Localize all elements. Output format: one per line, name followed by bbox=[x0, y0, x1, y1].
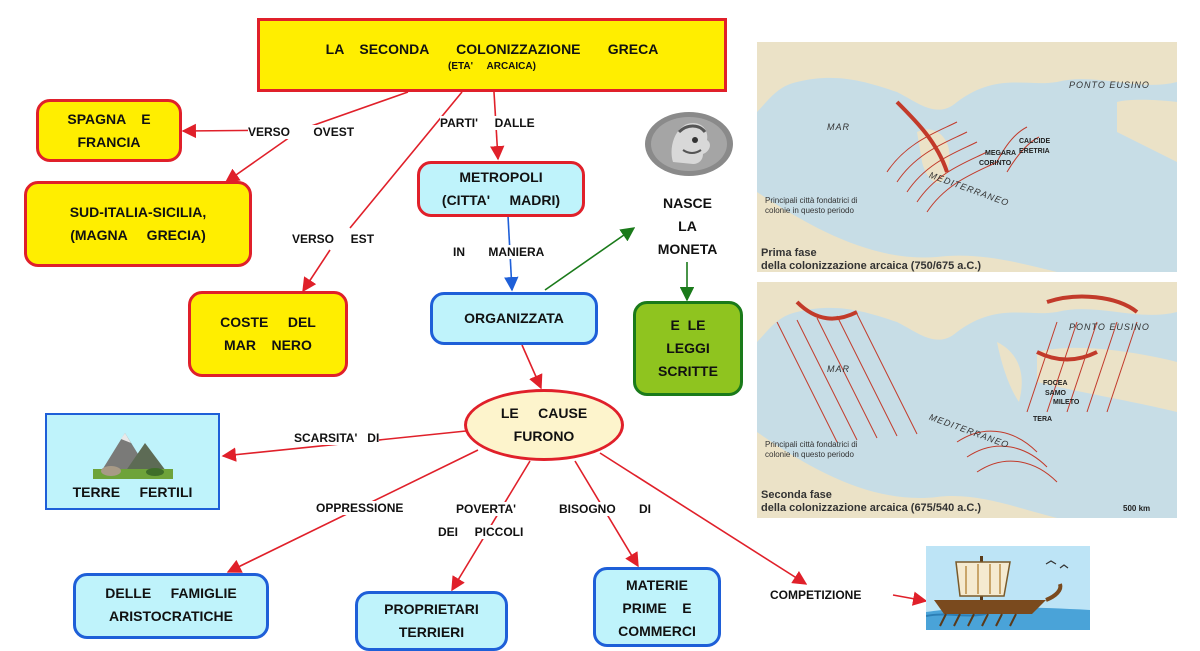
label-scarsita: SCARSITA' DI bbox=[294, 431, 380, 445]
label-verso-est: VERSO EST bbox=[292, 232, 375, 246]
map1-caption-2: della colonizzazione arcaica (750/675 a.… bbox=[761, 260, 982, 272]
map1-label-mar: MAR bbox=[827, 122, 850, 132]
ship-icon bbox=[926, 546, 1090, 630]
map2-caption-2: della colonizzazione arcaica (675/540 a.… bbox=[761, 502, 982, 514]
node-cause: LE CAUSE FURONO bbox=[464, 389, 624, 461]
map-first-phase: PONTO EUSINO MAR MEDITERRANEO MEGARA COR… bbox=[757, 42, 1177, 272]
label-poverta: POVERTA' bbox=[456, 502, 516, 516]
map2-city-focea: FOCEA bbox=[1043, 380, 1068, 387]
node-sud-italia: SUD-ITALIA-SICILIA, (MAGNA GRECIA) bbox=[24, 181, 252, 267]
map2-city-mileto: MILETO bbox=[1053, 399, 1080, 406]
node-proprietari: PROPRIETARI TERRIERI bbox=[355, 591, 508, 651]
label-in-maniera: IN MANIERA bbox=[453, 245, 545, 259]
map1-city-calcide: CALCIDE bbox=[1019, 138, 1051, 145]
label-bisogno: BISOGNO DI bbox=[559, 502, 652, 516]
mountain-icon bbox=[92, 433, 173, 479]
arrow-cause-competizione bbox=[599, 452, 808, 585]
map2-label-mar: MAR bbox=[827, 364, 850, 374]
map-second-phase: PONTO EUSINO MAR MEDITERRANEO FOCEA SAMO… bbox=[757, 282, 1177, 518]
node-organizzata: ORGANIZZATA bbox=[430, 292, 598, 345]
map2-label-ponto: PONTO EUSINO bbox=[1069, 322, 1150, 332]
map1-city-megara: MEGARA bbox=[985, 150, 1017, 157]
label-dei-piccoli: DEI PICCOLI bbox=[438, 525, 524, 539]
node-spagna-francia: SPAGNA E FRANCIA bbox=[36, 99, 182, 162]
map1-city-corinto: CORINTO bbox=[979, 160, 1012, 167]
map2-legend: Principali città fondatrici di colonie i… bbox=[765, 440, 858, 459]
terre-label: TERRE FERTILI bbox=[72, 484, 193, 500]
title-main: LA SECONDA COLONIZZAZIONE GRECA bbox=[325, 40, 659, 57]
map2-caption-1: Seconda fase bbox=[761, 489, 832, 501]
map2-scale: 500 km bbox=[1123, 504, 1151, 513]
arrow-organizzata-cause bbox=[521, 344, 543, 390]
node-famiglie: DELLE FAMIGLIE ARISTOCRATICHE bbox=[73, 573, 269, 639]
label-parti-dalle: PARTI' DALLE bbox=[440, 116, 535, 130]
node-metropoli: METROPOLI (CITTA' MADRI) bbox=[417, 161, 585, 217]
map1-legend: Principali città fondatrici di colonie i… bbox=[765, 196, 858, 215]
node-terre-fertili: TERRE FERTILI bbox=[45, 413, 220, 510]
map1-label-ponto: PONTO EUSINO bbox=[1069, 80, 1150, 90]
node-materie: MATERIE PRIME E COMMERCI bbox=[593, 567, 721, 647]
arrow-competizione-ship bbox=[892, 591, 928, 606]
map1-caption-1: Prima fase bbox=[761, 247, 817, 259]
node-nasce-moneta: NASCE LA MONETA bbox=[657, 194, 718, 257]
label-verso-ovest: VERSO OVEST bbox=[248, 125, 355, 139]
map1-city-eretria: ERETRIA bbox=[1019, 148, 1050, 155]
map2-city-tera: TERA bbox=[1033, 416, 1053, 423]
title-sub: (ETA' ARCAICA) bbox=[448, 60, 536, 72]
label-competizione: COMPETIZIONE bbox=[770, 588, 862, 602]
arrow-title-ovest bbox=[299, 91, 409, 131]
map2-city-samo: SAMO bbox=[1045, 390, 1066, 397]
node-coste-mar-nero: COSTE DEL MAR NERO bbox=[188, 291, 348, 377]
node-leggi-scritte: E LE LEGGI SCRITTE bbox=[633, 301, 743, 396]
arrow-organizzata-moneta bbox=[544, 227, 636, 291]
label-oppressione: OPPRESSIONE bbox=[316, 501, 404, 515]
coin-icon bbox=[645, 112, 733, 176]
arrow-est-coste bbox=[302, 249, 331, 293]
title-box: LA SECONDA COLONIZZAZIONE GRECA (ETA' AR… bbox=[257, 18, 727, 92]
arrow-title-est bbox=[349, 91, 463, 229]
